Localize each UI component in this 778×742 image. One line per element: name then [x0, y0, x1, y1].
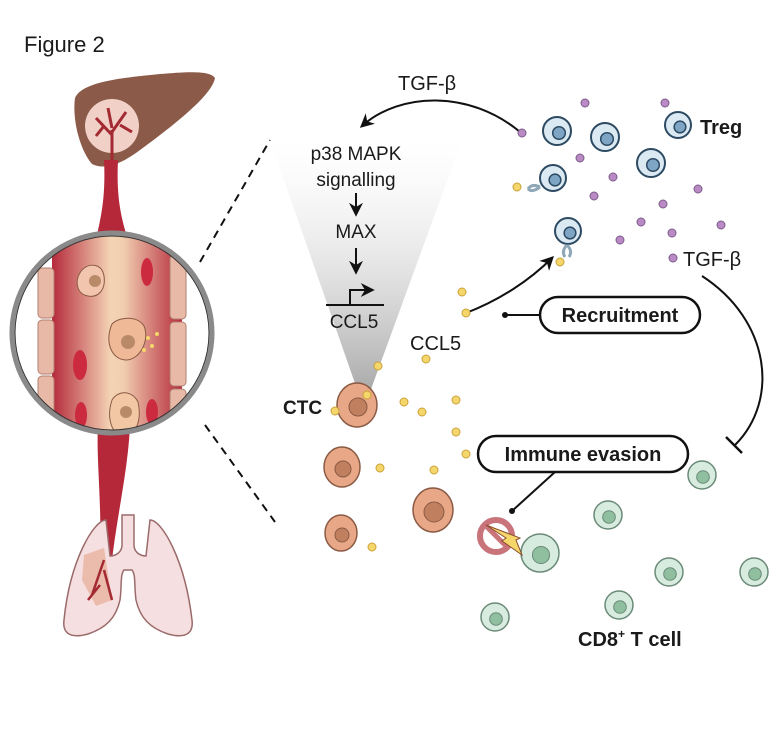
tgf-beta-dot [660, 98, 670, 108]
lungs-illustration [63, 514, 193, 637]
blocked-killing-icon [477, 517, 524, 557]
ctc-label: CTC [283, 398, 322, 419]
tgf-beta-dot [667, 228, 677, 238]
ccl5-to-treg-arrow [465, 256, 554, 314]
tgf-beta-dot [517, 128, 527, 138]
zoom-line-top [199, 139, 271, 263]
cd8-cell-group [480, 460, 769, 632]
ccl5-dot [367, 542, 377, 552]
treg-label: Treg [700, 117, 742, 139]
figure-title: Figure 2 [24, 32, 105, 57]
recruitment-box [538, 295, 702, 335]
lightning-bolt-icon [485, 524, 524, 557]
ccl5-dot [451, 395, 461, 405]
ctc-nucleus [348, 397, 368, 417]
tgf-beta-dot [716, 220, 726, 230]
tgf-beta-dot [636, 217, 646, 227]
treg-nucleus [645, 157, 661, 173]
tgf-beta-dot [668, 253, 678, 263]
tgf-to-p38-arrow [359, 99, 521, 133]
treg-cell-group [526, 111, 692, 258]
immune-evasion-connector [511, 471, 556, 512]
tgf-beta-molecule-group [517, 98, 726, 263]
ctc-nucleus [334, 527, 350, 543]
cd8-nucleus [489, 612, 503, 626]
liver-illustration [74, 72, 216, 167]
cd8-t-cell-label: CD8+ T cell [578, 627, 682, 651]
p38-mapk-label: p38 MAPK [311, 144, 402, 165]
zoom-line-bottom [204, 424, 276, 523]
ccl5-dot [399, 397, 409, 407]
immune-evasion-box [476, 434, 690, 474]
treg-nucleus [551, 125, 567, 141]
tgf-beta-dot [693, 184, 703, 194]
ccl5-dot [429, 465, 439, 475]
cd8-nucleus [613, 600, 627, 614]
ccl5-dot [421, 354, 431, 364]
tgf-beta-label-top: TGF-β [398, 73, 456, 95]
magnifier-rim [9, 230, 215, 436]
cd8-nucleus [663, 567, 677, 581]
ccl5-dot [375, 463, 385, 473]
tgf-beta-dot [608, 172, 618, 182]
vessel-upper [96, 160, 128, 240]
ccl5-gene-label: CCL5 [330, 312, 379, 333]
ccl5-dot [417, 407, 427, 417]
cd8-nucleus [748, 567, 762, 581]
ccl5-dot [512, 182, 522, 192]
ccl5-label: CCL5 [410, 333, 461, 355]
ccl5-dot [330, 406, 340, 416]
tgf-beta-dot [615, 235, 625, 245]
max-label: MAX [335, 222, 377, 243]
ccl5-dot [362, 390, 372, 400]
tgf-beta-dot [575, 153, 585, 163]
recruitment-connector-dot [502, 312, 508, 318]
inhibition-bar-icon [725, 436, 743, 454]
ccl5-dot [373, 361, 383, 371]
ccl5-molecule-group [330, 182, 565, 552]
ccl5-dot [457, 287, 467, 297]
cd8-nucleus [602, 510, 616, 524]
cd8-nucleus [531, 545, 551, 565]
cd8-nucleus [696, 470, 710, 484]
tgf-inhibition-arc [701, 275, 764, 446]
treg-nucleus [563, 226, 577, 240]
signalling-cone [270, 140, 462, 392]
signalling-label: signalling [316, 170, 395, 191]
ccl5-dot [555, 257, 565, 267]
immune-evasion-connector-dot [509, 508, 515, 514]
gene-promoter-icon [326, 283, 384, 306]
ctc-cell-group [323, 382, 454, 552]
treg-nucleus [599, 131, 615, 147]
receptor-icon [561, 243, 573, 258]
receptor-icon [526, 183, 541, 193]
tgf-beta-dot [589, 191, 599, 201]
ccl5-dot [461, 449, 471, 459]
recruitment-label: Recruitment [562, 305, 679, 327]
tgf-beta-dot [580, 98, 590, 108]
ctc-nucleus [334, 460, 352, 478]
tgf-beta-label-right: TGF-β [683, 249, 741, 271]
ccl5-dot [451, 427, 461, 437]
ccl5-dot [461, 308, 471, 318]
tgf-beta-dot [658, 199, 668, 209]
immune-evasion-label: Immune evasion [505, 444, 662, 466]
treg-nucleus [548, 173, 562, 187]
ctc-nucleus [423, 501, 445, 523]
vessel-magnifier [9, 230, 215, 436]
treg-nucleus [673, 120, 687, 134]
